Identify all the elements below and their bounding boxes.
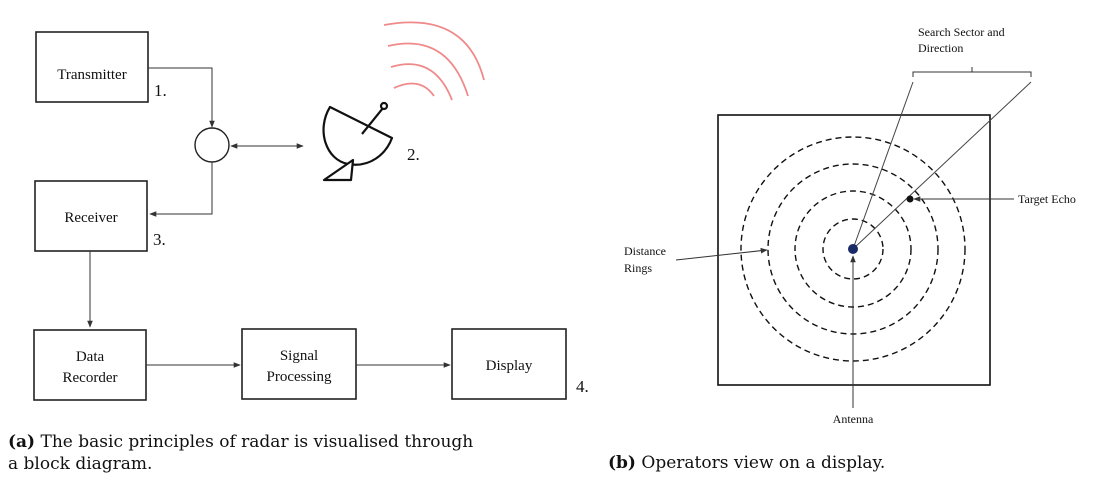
data-recorder-block	[33, 329, 147, 401]
radar-display-diagram: Search Sector and Direction Target Echo …	[624, 25, 1076, 426]
duplexer-to-rx-arrow	[149, 162, 213, 217]
display-block	[451, 328, 567, 400]
duplexer-circle	[194, 127, 230, 163]
signal-processing-label-line1: Signal	[280, 348, 318, 364]
distance-rings-label-line2: Rings	[624, 261, 652, 275]
data-recorder-label-line2: Recorder	[63, 370, 118, 386]
target-echo-label: Target Echo	[1018, 192, 1076, 206]
search-sector-label-line2: Direction	[918, 41, 963, 55]
distance-ring	[822, 218, 884, 280]
caption-b-text: Operators view on a display.	[641, 453, 886, 473]
search-sector-line-right	[852, 81, 1032, 250]
search-sector-label-line1: Search Sector and	[918, 25, 1005, 39]
antenna-center-dot	[848, 244, 858, 254]
search-sector-bracket	[912, 67, 1032, 77]
display-label: Display	[486, 358, 533, 374]
caption-b-tag: (b)	[608, 453, 636, 473]
signal-waves-icon	[383, 21, 485, 101]
number-3: 3.	[153, 230, 166, 249]
transmitter-block	[35, 31, 149, 103]
number-1: 1.	[154, 81, 167, 100]
caption-a-tag: (a)	[8, 432, 36, 452]
tx-to-duplexer-arrow	[148, 67, 215, 128]
caption-a-line2: a block diagram.	[8, 454, 153, 474]
caption-a-line1: The basic principles of radar is visuali…	[40, 432, 474, 452]
caption-b: (b) Operators view on a display.	[608, 452, 1088, 474]
distance-rings-label-line1: Distance	[624, 244, 666, 258]
antenna-label: Antenna	[833, 412, 874, 426]
signal-processing-label-line2: Processing	[267, 369, 332, 385]
caption-a: (a) The basic principles of radar is vis…	[8, 431, 608, 475]
target-echo-dot	[906, 195, 914, 203]
data-recorder-label-line1: Data	[76, 349, 105, 365]
block-diagram: Transmitter 1. 2. Receiver 3.	[33, 21, 589, 401]
search-sector-line-left	[852, 81, 914, 250]
transmitter-label: Transmitter	[57, 67, 126, 83]
receiver-label: Receiver	[64, 210, 117, 226]
signal-processing-block	[241, 328, 357, 400]
antenna-dish-icon	[322, 101, 394, 182]
distance-rings-pointer	[675, 247, 768, 261]
number-2: 2.	[407, 145, 420, 164]
number-4: 4.	[576, 377, 589, 396]
receiver-block	[34, 180, 148, 252]
